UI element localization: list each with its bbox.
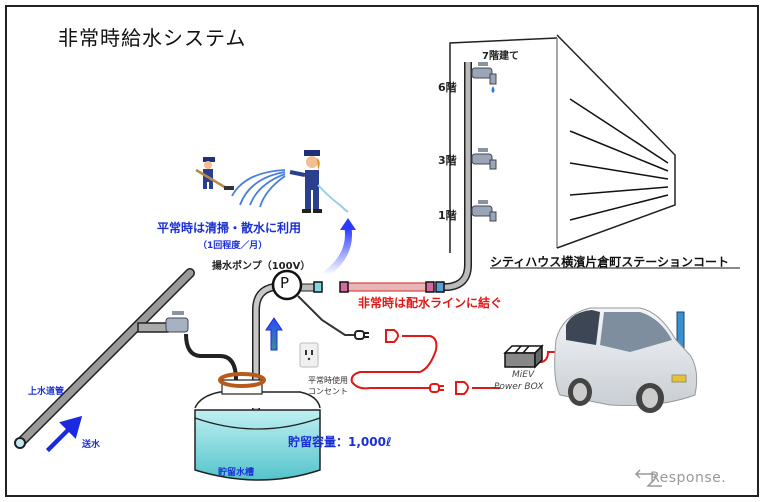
main-faucet <box>165 311 189 333</box>
power-box-label-line2: Power BOX <box>494 382 544 392</box>
emergency-connection-pipe <box>339 281 445 293</box>
usage-frequency-label: （1回程度／月） <box>198 241 268 251</box>
floor-label-1: 1階 <box>438 209 457 222</box>
response-logo-icon <box>634 469 662 487</box>
water-spray <box>231 169 286 208</box>
faucet-6f <box>471 62 497 93</box>
worker-sweeping-icon <box>195 157 234 191</box>
pump-label: 揚水ポンプ（100V） <box>212 261 311 272</box>
power-box-label-line1: MiEV <box>512 370 535 380</box>
wall-outlet-icon <box>299 342 319 368</box>
outlet-label-line1: 平常時使用 <box>308 376 348 385</box>
supply-arrow-icon <box>322 218 356 278</box>
diagram-frame <box>5 5 759 497</box>
normal-use-label: 平常時は清掃・散水に利用 <box>157 221 302 235</box>
building-perspective-lines <box>569 98 669 221</box>
flow-arrow-icon <box>45 415 83 453</box>
worker-watering-icon <box>289 150 349 213</box>
power-box-icon <box>503 344 544 369</box>
emergency-connection-label: 非常時は配水ラインに結ぐ <box>358 296 503 310</box>
tank-label: 貯留水槽 <box>218 468 255 478</box>
hose <box>184 333 238 381</box>
electric-car-image <box>554 307 698 413</box>
water-flow-label: 送水 <box>82 440 101 450</box>
response-watermark: Response. <box>650 470 727 486</box>
plug-icon <box>354 330 369 340</box>
building-outline <box>449 34 676 253</box>
floor-label-6: 6階 <box>438 81 457 94</box>
page-title: 非常時給水システム <box>58 26 247 50</box>
faucet-1f <box>471 200 497 222</box>
tank-capacity-label: 貯留容量：1,000ℓ <box>288 435 392 449</box>
pump-outlet-pipe <box>299 281 323 293</box>
extension-cord <box>350 329 563 395</box>
building-name: シティハウス横濱片倉町ステーションコート <box>490 255 730 269</box>
faucet-3f <box>471 148 497 170</box>
pump-symbol: P <box>280 274 290 292</box>
floor-label-3: 3階 <box>438 154 457 167</box>
pump <box>271 269 303 301</box>
up-arrow-icon <box>265 317 283 351</box>
riser-pipe <box>438 62 472 291</box>
pump-power-cord <box>297 295 355 336</box>
outlet-label-line2: コンセント <box>308 387 348 396</box>
water-main-pipe <box>14 268 195 449</box>
pump-riser-pipe <box>252 283 275 470</box>
water-main-label: 上水道管 <box>28 387 65 397</box>
storage-tank <box>194 372 321 481</box>
building-floors-label: 7階建て <box>482 51 519 62</box>
